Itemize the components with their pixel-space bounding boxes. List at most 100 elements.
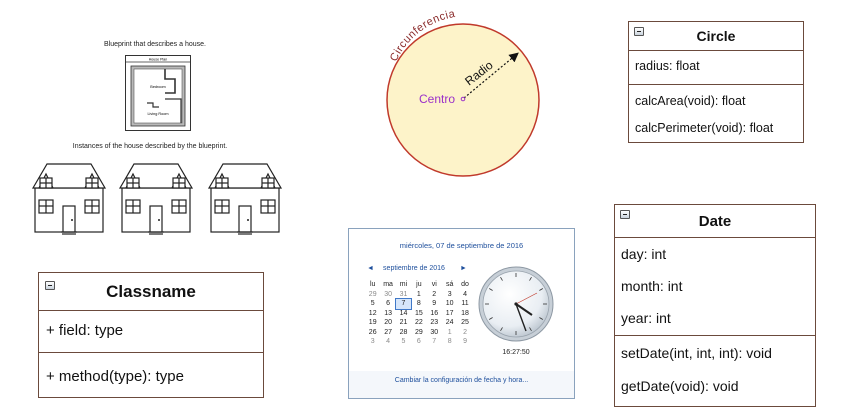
collapse-icon[interactable] [620, 210, 630, 219]
calendar-day[interactable]: 19 [368, 319, 377, 326]
class-method: + method(type): type [46, 368, 184, 385]
calendar-day[interactable]: 13 [384, 309, 392, 317]
calendar-day[interactable]: 5 [401, 338, 406, 345]
class-methods-section: setDate(int, int, int): void getDate(voi… [615, 336, 815, 406]
prev-month-arrow[interactable]: ◄ [367, 265, 374, 272]
circle-diagram: Circunferencia Radio Centro [386, 8, 540, 177]
house-icon [31, 163, 107, 235]
blueprint-caption: Blueprint that describes a house. [104, 41, 206, 48]
weekday-label: do [461, 281, 469, 288]
class-title: Classname [106, 282, 196, 301]
calendar-day[interactable]: 17 [445, 309, 454, 317]
calendar-day[interactable]: 9 [463, 338, 467, 345]
class-method: calcArea(void): float [635, 94, 746, 108]
calendar-day[interactable]: 12 [368, 309, 377, 317]
class-method: getDate(void): void [621, 378, 739, 394]
calendar-clock-popup: miércoles, 07 de septiembre de 2016 ◄ se… [348, 228, 575, 399]
center-label: Centro [419, 92, 455, 106]
calendar-day[interactable]: 24 [445, 319, 454, 326]
calendar-date-header[interactable]: miércoles, 07 de septiembre de 2016 [399, 241, 524, 250]
calendar-day[interactable]: 2 [463, 328, 467, 336]
week-row: 5 6 7 8 9 10 11 [365, 298, 473, 310]
calendar-day[interactable]: 11 [461, 300, 469, 307]
calendar-day[interactable]: 6 [386, 300, 391, 307]
weekday-label: mi [399, 281, 408, 288]
class-attributes-section: radius: float [629, 51, 803, 85]
class-attributes-section: + field: type [39, 311, 263, 353]
class-header: Circle [629, 22, 803, 51]
house-icon [118, 163, 194, 235]
analog-clock-icon [478, 266, 554, 342]
calendar-day[interactable]: 10 [445, 300, 454, 307]
date-uml-box: Date day: int month: int year: int setDa… [614, 204, 816, 407]
plan-room-bedroom: Bedroom [150, 85, 165, 89]
circle-shape [386, 23, 540, 177]
calendar-day[interactable]: 5 [370, 300, 375, 307]
weekday-label: sá [445, 281, 454, 288]
classname-uml-box: Classname + field: type + method(type): … [38, 272, 264, 398]
calendar-day[interactable]: 18 [461, 309, 469, 317]
calendar-day[interactable]: 2 [432, 290, 437, 298]
calendar-day[interactable]: 1 [416, 290, 421, 298]
class-methods-section: calcArea(void): float calcPerimeter(void… [629, 85, 803, 142]
class-attribute: radius: float [635, 59, 700, 73]
calendar-day[interactable]: 20 [384, 319, 392, 326]
instances-caption: Instances of the house described by the … [72, 143, 228, 150]
calendar-day[interactable]: 29 [414, 328, 423, 336]
calendar-day[interactable]: 22 [414, 319, 423, 326]
week-row: 26 27 28 29 30 1 2 [365, 328, 473, 338]
weekday-label: ju [416, 281, 422, 288]
calendar-day[interactable]: 28 [399, 328, 408, 336]
radius-arrow [463, 52, 519, 99]
calendar-day[interactable]: 29 [368, 290, 377, 298]
calendar-day[interactable]: 30 [430, 328, 439, 336]
center-point [460, 96, 466, 102]
class-attribute: year: int [621, 310, 671, 326]
calendar-day[interactable]: 30 [384, 290, 392, 298]
class-header: Date [615, 205, 815, 238]
class-attribute: month: int [621, 278, 683, 294]
week-row: 3 4 5 6 7 8 9 [365, 337, 473, 347]
calendar-day[interactable]: 1 [447, 328, 452, 336]
calendar-day[interactable]: 4 [386, 338, 391, 345]
change-date-settings-link[interactable]: Cambiar la configuración de fecha y hora… [394, 377, 529, 384]
calendar-day[interactable]: 23 [430, 319, 439, 326]
house-plan-drawing: House Plan Bedroom Living Room [125, 55, 191, 131]
calendar-day[interactable]: 27 [384, 328, 392, 336]
calendar-day[interactable]: 25 [461, 319, 469, 326]
class-attribute: + field: type [46, 322, 124, 339]
clock-time: 16:27:50 [502, 349, 530, 356]
calendar-month-label[interactable]: septiembre de 2016 [383, 265, 445, 272]
house-icon [207, 163, 283, 235]
class-header: Classname [39, 273, 263, 311]
calendar-day[interactable]: 15 [414, 309, 423, 317]
calendar-day[interactable]: 8 [447, 338, 452, 345]
calendar-day[interactable]: 4 [463, 290, 467, 298]
class-title: Date [698, 213, 732, 230]
week-row: 19 20 21 22 23 24 25 [365, 318, 473, 328]
calendar-day[interactable]: 26 [368, 328, 377, 336]
calendar-day[interactable]: 7 [432, 338, 437, 345]
week-row: 12 13 14 15 16 17 18 [365, 309, 473, 319]
calendar-day[interactable]: 9 [432, 300, 437, 307]
class-method: calcPerimeter(void): float [635, 121, 774, 135]
calendar-day[interactable]: 31 [399, 290, 408, 298]
class-attributes-section: day: int month: int year: int [615, 238, 815, 336]
next-month-arrow[interactable]: ► [460, 265, 467, 272]
calendar-day[interactable]: 3 [447, 290, 452, 298]
weekday-label: lu [369, 281, 376, 288]
collapse-icon[interactable] [634, 27, 644, 36]
plan-room-living: Living Room [147, 112, 168, 116]
calendar-day[interactable]: 21 [399, 319, 408, 326]
calendar-day[interactable]: 3 [370, 338, 375, 345]
calendar-day[interactable]: 6 [416, 338, 421, 345]
collapse-icon[interactable] [45, 281, 55, 290]
calendar-grid: lu ma mi ju vi sá do 29 30 31 1 2 3 4 5 … [365, 280, 473, 347]
calendar-day[interactable]: 8 [416, 300, 421, 307]
calendar-panel: miércoles, 07 de septiembre de 2016 ◄ se… [349, 229, 574, 371]
calendar-day-selected[interactable]: 7 [394, 298, 413, 310]
calendar-day[interactable]: 16 [430, 309, 439, 317]
calendar-day[interactable]: 14 [399, 309, 408, 317]
weekday-label: ma [383, 281, 393, 288]
class-attribute: day: int [621, 246, 667, 262]
